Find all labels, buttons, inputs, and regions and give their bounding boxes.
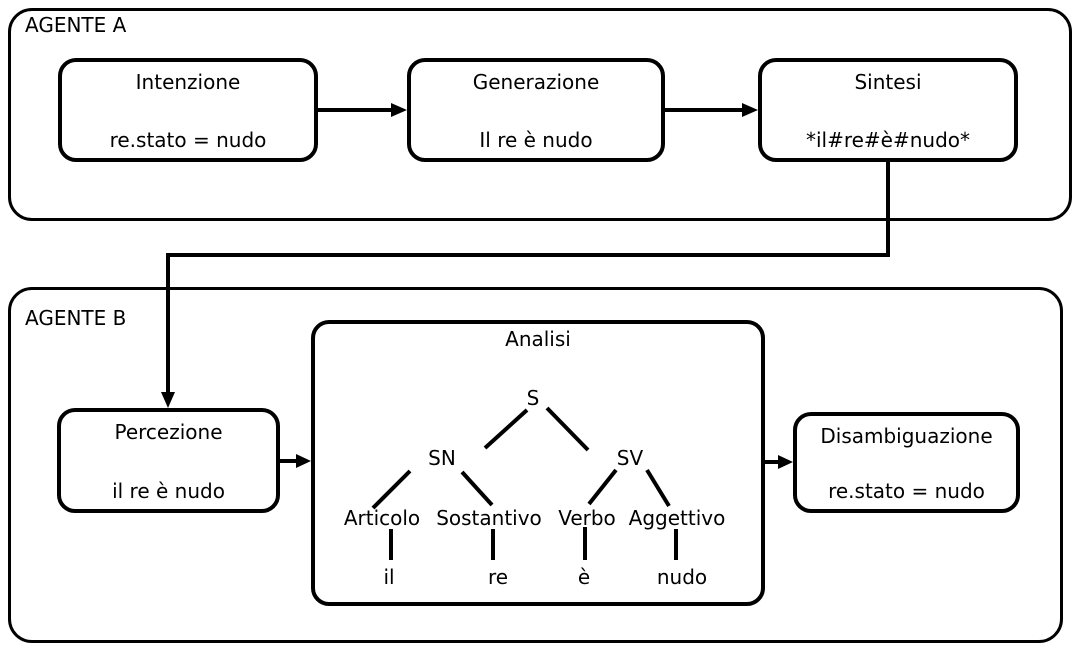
node-sintesi-title: Sintesi bbox=[854, 70, 922, 94]
node-analisi-title: Analisi bbox=[505, 327, 571, 351]
agent-a-label: AGENTE A bbox=[25, 13, 127, 37]
node-analisi: Analisi bbox=[311, 320, 765, 606]
node-disambiguazione: Disambiguazione re.stato = nudo bbox=[793, 412, 1020, 513]
node-percezione: Percezione il re è nudo bbox=[57, 408, 280, 513]
agent-b-label: AGENTE B bbox=[25, 306, 127, 330]
node-disambiguazione-title: Disambiguazione bbox=[820, 424, 993, 448]
node-generazione: Generazione Il re è nudo bbox=[407, 58, 665, 162]
node-intenzione: Intenzione re.stato = nudo bbox=[58, 58, 318, 162]
node-intenzione-value: re.stato = nudo bbox=[109, 128, 267, 152]
node-percezione-title: Percezione bbox=[114, 420, 223, 444]
node-generazione-value: Il re è nudo bbox=[479, 128, 593, 152]
node-intenzione-title: Intenzione bbox=[135, 70, 241, 94]
node-disambiguazione-value: re.stato = nudo bbox=[828, 479, 985, 503]
node-generazione-title: Generazione bbox=[472, 70, 600, 94]
node-percezione-value: il re è nudo bbox=[112, 479, 225, 503]
node-sintesi-value: *il#re#è#nudo* bbox=[805, 128, 971, 152]
node-sintesi: Sintesi *il#re#è#nudo* bbox=[758, 58, 1018, 162]
